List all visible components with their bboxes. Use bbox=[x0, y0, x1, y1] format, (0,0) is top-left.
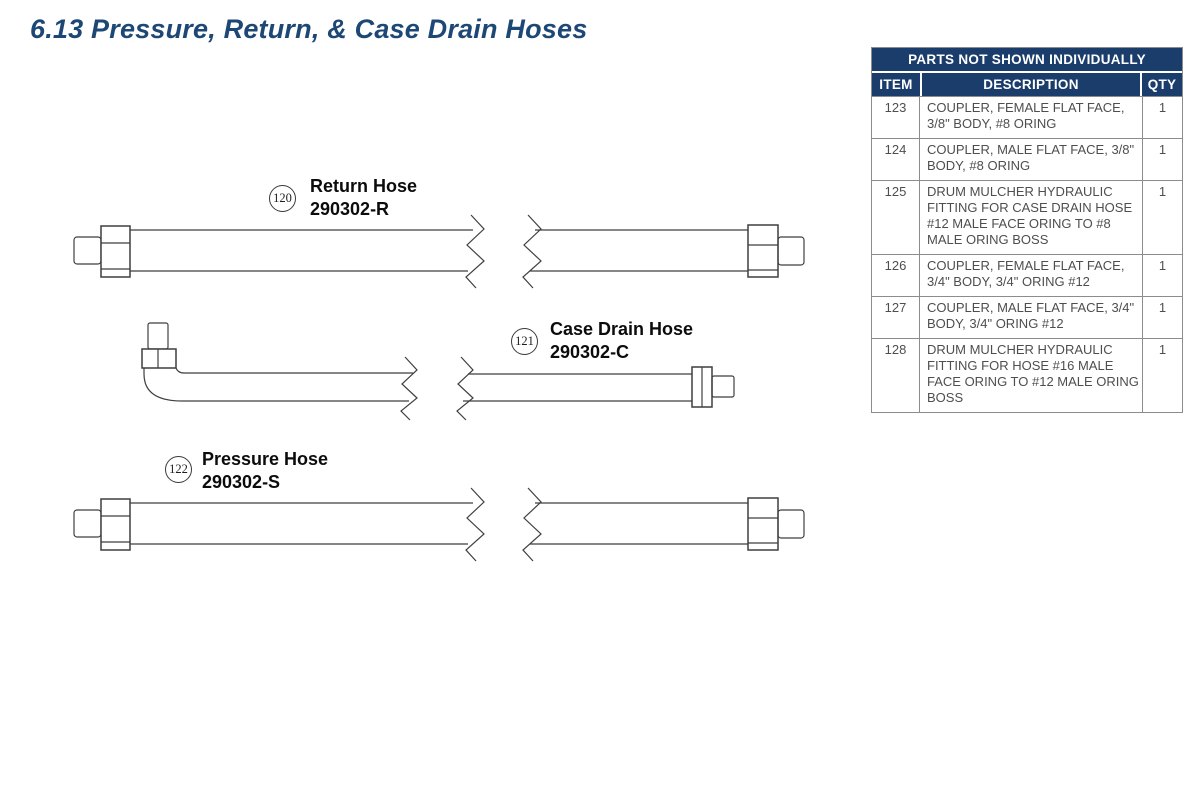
callout-circle-122: 122 bbox=[165, 456, 192, 483]
hose-name: Case Drain Hose bbox=[550, 319, 694, 339]
callout-number: 120 bbox=[273, 191, 292, 205]
description-cell: DRUM MULCHER HYDRAULIC FITTING FOR HOSE … bbox=[920, 338, 1142, 412]
return-hose-label: Return Hose 290302-R bbox=[310, 175, 417, 221]
table-title-row: PARTS NOT SHOWN INDIVIDUALLY bbox=[872, 48, 1183, 73]
hose-part-number: 290302-C bbox=[550, 342, 630, 362]
item-cell: 127 bbox=[872, 296, 920, 338]
item-cell: 125 bbox=[872, 180, 920, 254]
description-cell: DRUM MULCHER HYDRAULIC FITTING FOR CASE … bbox=[920, 180, 1142, 254]
qty-cell: 1 bbox=[1142, 296, 1183, 338]
hose-fitting-left bbox=[74, 226, 130, 277]
description-cell: COUPLER, MALE FLAT FACE, 3/8" BODY, #8 O… bbox=[920, 138, 1142, 180]
description-cell: COUPLER, MALE FLAT FACE, 3/4" BODY, 3/4"… bbox=[920, 296, 1142, 338]
qty-cell: 1 bbox=[1142, 180, 1183, 254]
break-symbol bbox=[401, 357, 417, 420]
column-header-description: DESCRIPTION bbox=[920, 73, 1142, 96]
callout-number: 121 bbox=[515, 334, 534, 348]
hose-fitting-left bbox=[74, 499, 130, 550]
hose-part-number: 290302-R bbox=[310, 199, 390, 219]
callout-circle-121: 121 bbox=[511, 328, 538, 355]
qty-cell: 1 bbox=[1142, 96, 1183, 138]
page-title: 6.13 Pressure, Return, & Case Drain Hose… bbox=[30, 14, 588, 44]
description-cell: COUPLER, FEMALE FLAT FACE, 3/4" BODY, 3/… bbox=[920, 254, 1142, 296]
hose-fitting-right bbox=[692, 367, 734, 407]
item-cell: 128 bbox=[872, 338, 920, 412]
hose-name: Return Hose bbox=[310, 176, 418, 196]
item-cell: 123 bbox=[872, 96, 920, 138]
return-hose-drawing bbox=[74, 215, 804, 288]
pressure-hose-label: Pressure Hose 290302-S bbox=[202, 448, 328, 494]
hose-fitting-elbow bbox=[142, 323, 184, 401]
table-title: PARTS NOT SHOWN INDIVIDUALLY bbox=[872, 48, 1183, 73]
break-symbol bbox=[457, 357, 473, 420]
callout-number: 122 bbox=[169, 462, 188, 476]
pressure-hose-drawing bbox=[74, 488, 804, 561]
break-symbol bbox=[523, 488, 541, 561]
qty-cell: 1 bbox=[1142, 254, 1183, 296]
qty-cell: 1 bbox=[1142, 138, 1183, 180]
break-symbol bbox=[523, 215, 541, 288]
break-symbol bbox=[466, 488, 484, 561]
column-header-qty: QTY bbox=[1142, 73, 1183, 96]
description-cell: COUPLER, FEMALE FLAT FACE, 3/8" BODY, #8… bbox=[920, 96, 1142, 138]
callout-circle-120: 120 bbox=[269, 185, 296, 212]
parts-not-shown-table: PARTS NOT SHOWN INDIVIDUALLY ITEM DESCRI… bbox=[871, 47, 1184, 413]
case-drain-hose-drawing bbox=[142, 323, 734, 420]
table-header-row: ITEM DESCRIPTION QTY bbox=[872, 73, 1183, 96]
case-drain-hose-label: Case Drain Hose 290302-C bbox=[550, 318, 693, 364]
hose-part-number: 290302-S bbox=[202, 472, 281, 492]
hose-fitting-right bbox=[748, 498, 804, 550]
hose-fitting-right bbox=[748, 225, 804, 277]
column-header-item: ITEM bbox=[872, 73, 920, 96]
break-symbol bbox=[466, 215, 484, 288]
hose-name: Pressure Hose bbox=[202, 449, 329, 469]
qty-cell: 1 bbox=[1142, 338, 1183, 412]
item-cell: 124 bbox=[872, 138, 920, 180]
item-cell: 126 bbox=[872, 254, 920, 296]
